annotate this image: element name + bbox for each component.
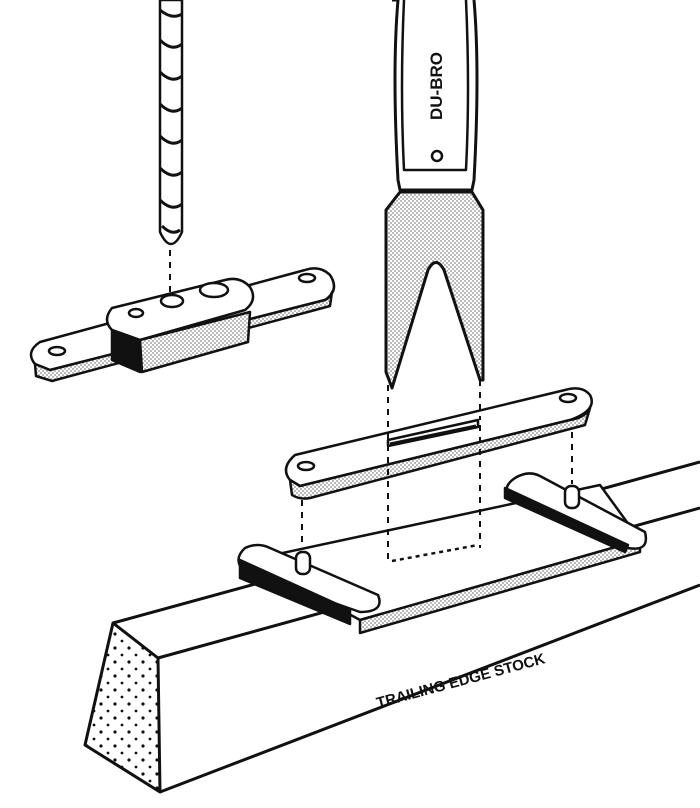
stock-label: TRAILING EDGE STOCK — [375, 650, 548, 711]
hinge-plate — [284, 387, 593, 500]
handle-rivet — [430, 149, 444, 163]
stock-end-face — [83, 621, 162, 794]
drill-bit — [158, 0, 184, 246]
tool-brand-label: DU-BRO — [427, 52, 446, 120]
hinge-frame-jig — [237, 472, 648, 635]
alignment-dashes — [169, 250, 573, 560]
hinge-jig-block — [29, 267, 336, 383]
slotting-tool — [384, 0, 485, 390]
